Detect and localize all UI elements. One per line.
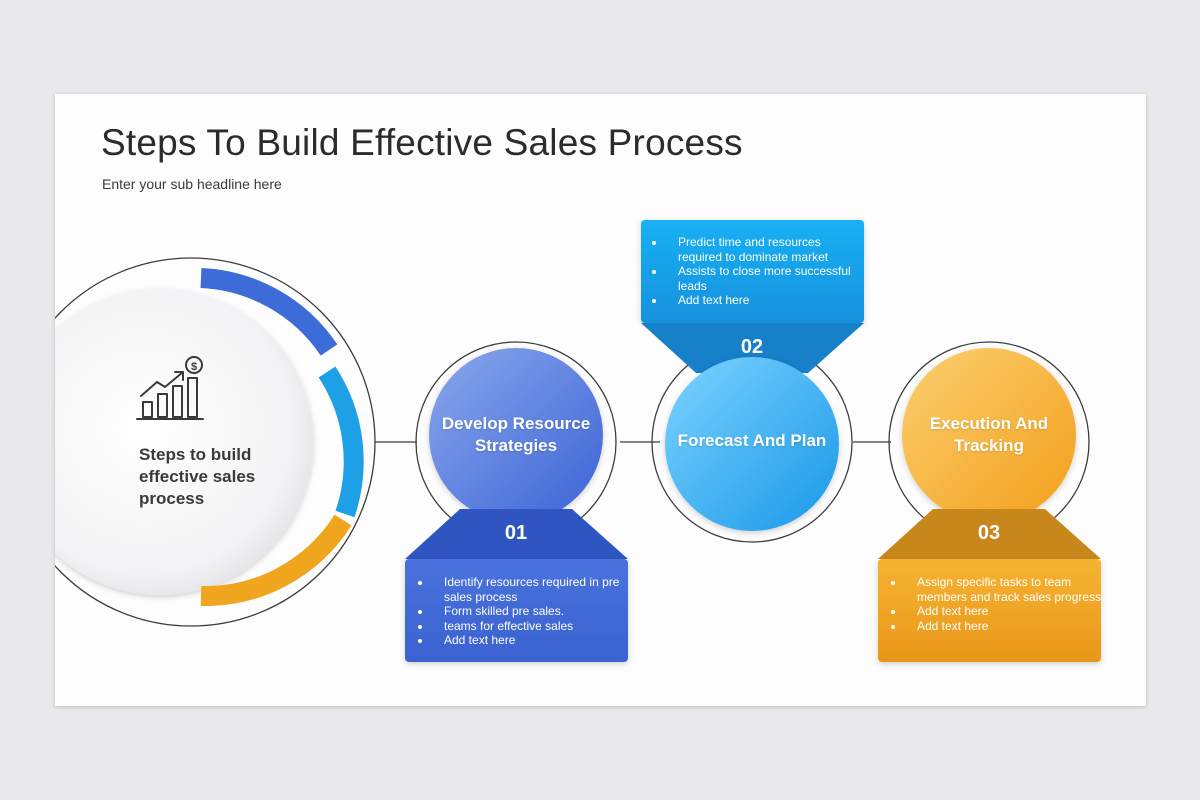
hub-arc-orange [200,514,352,607]
step3-box-header [878,509,1101,559]
step1-bullet: teams for effective sales [432,619,632,634]
process-diagram: $ [55,220,1101,662]
step1-box-header [405,509,628,559]
step3-number: 03 [977,522,1001,544]
step1-circle [429,348,603,522]
step2-bullet: Assists to close more successful leads [666,264,856,293]
step2-box-footer [641,323,864,373]
step2-number: 02 [740,336,764,358]
slide: Steps To Build Effective Sales Process E… [55,94,1146,706]
step2-bullet: Predict time and resources required to d… [666,235,856,264]
step1-label: Develop Resource Strategies [441,414,591,455]
step2-circle [665,357,839,531]
dollar-sign-icon: $ [191,361,197,373]
step1-bullet: Identify resources required in pre sales… [432,575,632,604]
step2-box [641,220,864,323]
slide-title: Steps To Build Effective Sales Process [101,122,743,163]
hub-label: Steps to build effective sales process [139,445,256,508]
step2-bullet: Add text here [666,293,856,308]
growth-chart-dollar-icon [136,356,204,420]
step3-circle [902,348,1076,522]
hub-disc [55,289,313,595]
step1-bullet: Add text here [432,633,632,648]
hub-arc-sky [318,366,364,518]
step1-number: 01 [504,522,528,544]
step1-bullet: Form skilled pre sales. [432,604,632,619]
step1-box [405,559,628,662]
step1-bullets: Identify resources required in pre sales… [414,575,632,648]
step2-label: Forecast And Plan [677,431,827,450]
slide-subtitle: Enter your sub headline here [102,176,282,192]
step3-bullet: Add text here [905,619,1105,634]
step2-bullets: Predict time and resources required to d… [648,235,856,308]
step3-label: Execution And Tracking [929,414,1049,455]
step3-bullets: Assign specific tasks to team members an… [887,575,1105,633]
hub-arc-blue [200,268,338,356]
step3-bullet: Add text here [905,604,1105,619]
step3-bullet: Assign specific tasks to team members an… [905,575,1105,604]
step3-box [878,559,1101,662]
